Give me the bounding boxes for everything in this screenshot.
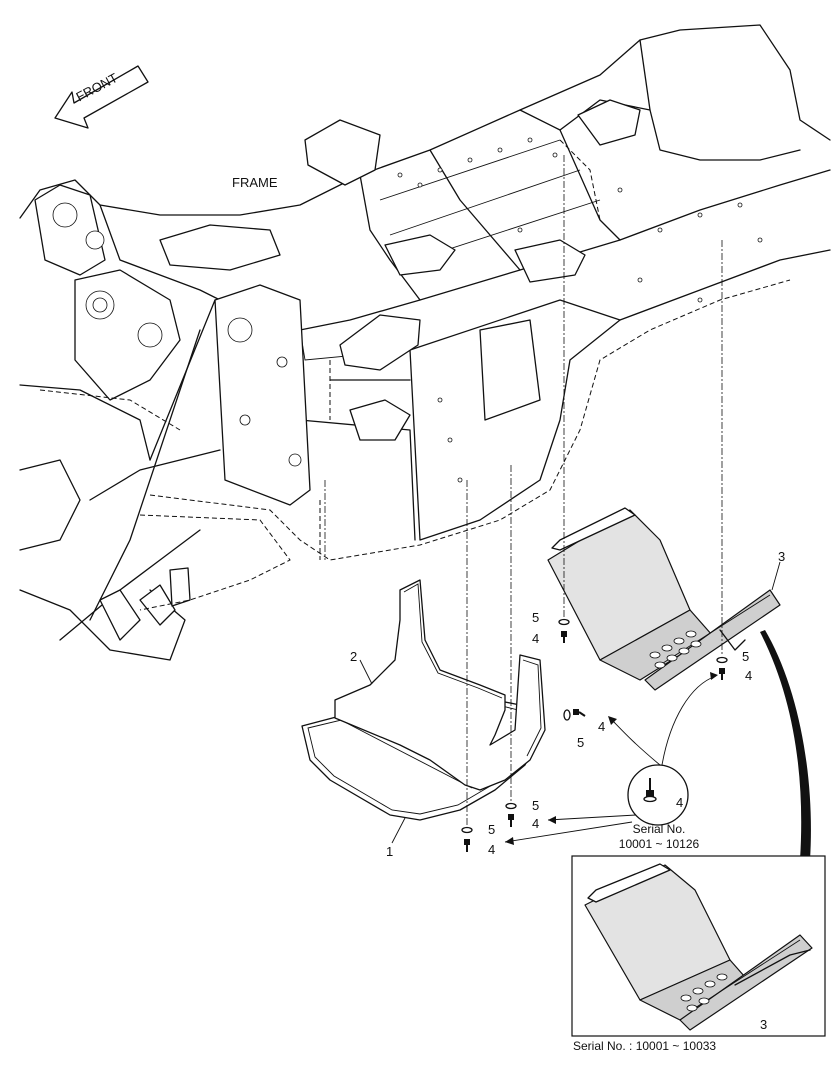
washer-icon <box>558 618 570 626</box>
fasteners <box>461 618 728 852</box>
detail-magnifier <box>504 672 718 845</box>
bolt-icon <box>643 778 657 803</box>
callout-part-1: 1 <box>386 844 394 859</box>
callout-part-3: 3 <box>778 549 786 564</box>
callout-bolt: 4 <box>598 719 606 734</box>
frame-title: FRAME <box>232 175 278 190</box>
callout-washer: 5 <box>577 735 585 750</box>
callout-part-2: 2 <box>350 649 358 664</box>
callout-bolt: 4 <box>488 842 496 857</box>
detail-box-caption: Serial No. : 10001 ~ 10033 <box>573 1039 717 1053</box>
bolt-icon <box>719 668 725 680</box>
bolt-icon <box>464 839 470 852</box>
callout-part-3-detail: 3 <box>760 1017 768 1032</box>
callout-washer: 5 <box>488 822 496 837</box>
callout-washer: 5 <box>742 649 750 664</box>
callout-bolt: 4 <box>676 795 684 810</box>
main-frame <box>19 24 831 661</box>
washer-icon <box>716 656 728 664</box>
washer-icon <box>563 709 571 721</box>
callout-bolt: 4 <box>532 631 540 646</box>
bolt-icon <box>573 709 586 717</box>
washer-icon <box>505 802 517 810</box>
part-2-side-cover <box>334 579 546 791</box>
serial-note-line1: Serial No. <box>632 822 686 836</box>
callout-bolt: 4 <box>745 668 753 683</box>
assembly-centerlines <box>324 155 723 826</box>
detail-box <box>571 855 826 1037</box>
part-3-step-assembly <box>547 507 781 691</box>
bolt-icon <box>508 814 514 827</box>
callout-bolt: 4 <box>532 816 540 831</box>
callout-washer: 5 <box>532 798 540 813</box>
washer-icon <box>461 826 473 834</box>
serial-note-line2: 10001 ~ 10126 <box>618 837 700 851</box>
callout-washer: 5 <box>532 610 540 625</box>
bolt-icon <box>561 631 567 643</box>
front-arrow-icon <box>54 65 149 129</box>
detail-pointer-arrow <box>760 630 811 860</box>
